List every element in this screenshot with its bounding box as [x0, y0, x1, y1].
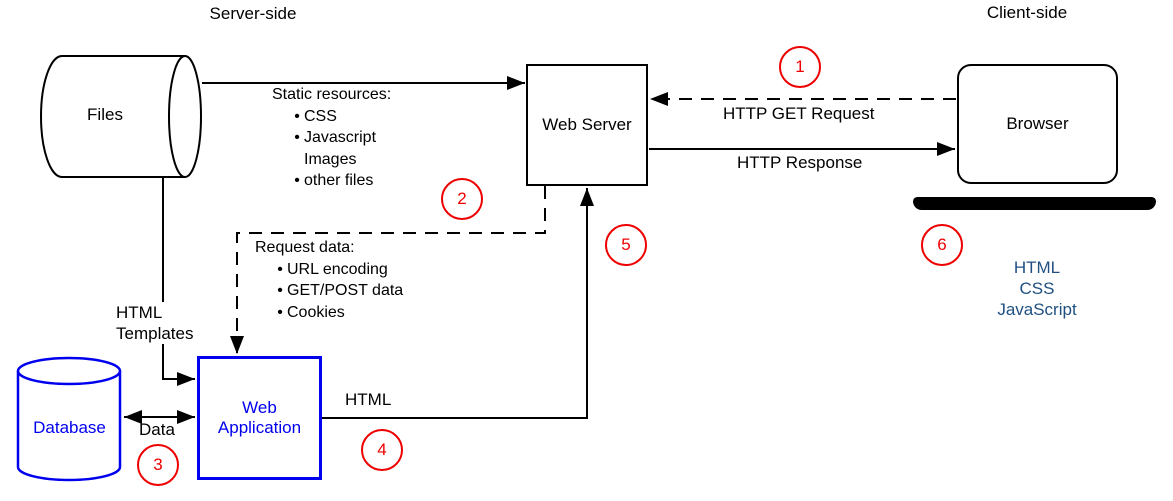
browser-node: Browser — [957, 64, 1118, 184]
bullet-icon: • — [277, 282, 283, 299]
request-data-annotation: Request data: • URL encoding • GET/POST … — [255, 237, 403, 323]
client-stack-line: HTML — [1013, 258, 1061, 277]
web-application-node: Web Application — [197, 356, 322, 480]
list-item: • GET/POST data — [255, 280, 403, 302]
step-marker-4: 4 — [361, 429, 403, 471]
bullet-icon — [290, 149, 304, 171]
list-item-label: CSS — [304, 107, 337, 125]
web-server-label: Web Server — [542, 115, 632, 134]
list-item: • Javascript — [272, 127, 391, 149]
client-stack-text: HTML CSS JavaScript — [977, 257, 1097, 320]
list-item: • Cookies — [255, 302, 403, 324]
list-item-label: Cookies — [287, 303, 345, 321]
bullet-icon: • — [294, 107, 300, 125]
list-item-label: Images — [304, 150, 357, 168]
database-cylinder-shape — [16, 356, 122, 482]
browser-label: Browser — [1006, 114, 1069, 133]
data-label: Data — [139, 420, 175, 439]
html-label: HTML — [345, 390, 392, 409]
step-marker-2: 2 — [441, 178, 483, 220]
bullet-icon: • — [294, 172, 300, 189]
request-data-title: Request data: — [255, 239, 355, 256]
static-resources-annotation: Static resources: • CSS • Javascript Ima… — [272, 84, 391, 192]
list-item-label: Javascript — [304, 129, 377, 146]
list-item-label: GET/POST data — [287, 282, 404, 299]
webserver-to-webapp-dashed-arrow — [230, 186, 546, 354]
files-cylinder-shape — [40, 55, 202, 178]
static-resources-title: Static resources: — [272, 86, 392, 103]
database-label: Database — [33, 418, 106, 437]
web-application-label: Web Application — [217, 398, 302, 437]
files-label: Files — [87, 105, 123, 124]
step-marker-3: 3 — [137, 444, 179, 486]
list-item-label: other files — [304, 172, 374, 189]
step-marker-5: 5 — [605, 224, 647, 266]
client-stack-line: JavaScript — [997, 300, 1077, 319]
html-templates-label: HTML Templates — [116, 302, 202, 344]
files-to-webapp-arrow — [162, 177, 195, 386]
client-stack-line: CSS — [1019, 279, 1055, 298]
bullet-icon: • — [294, 129, 300, 146]
bullet-icon: • — [277, 260, 283, 278]
list-item: Images — [272, 149, 391, 171]
http-response-label: HTTP Response — [737, 153, 863, 172]
webapp-to-webserver-arrow — [322, 188, 594, 419]
web-server-node: Web Server — [526, 64, 648, 186]
server-side-label: Server-side — [209, 4, 297, 23]
list-item-label: URL encoding — [287, 260, 388, 278]
list-item: • CSS — [272, 106, 391, 128]
client-side-label: Client-side — [986, 3, 1068, 22]
http-get-request-label: HTTP GET Request — [723, 104, 875, 123]
list-item: • other files — [272, 170, 391, 192]
list-item: • URL encoding — [255, 259, 403, 281]
laptop-base-shape — [913, 197, 1156, 210]
step-marker-1: 1 — [779, 46, 821, 88]
bullet-icon: • — [277, 303, 283, 321]
step-marker-6: 6 — [921, 224, 963, 266]
